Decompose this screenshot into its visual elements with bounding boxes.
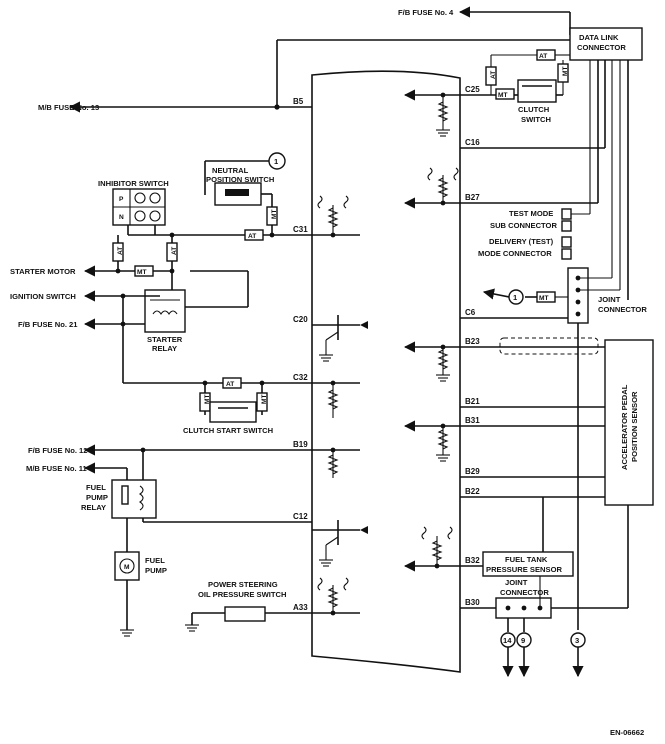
figure-id: EN-06662 xyxy=(610,728,644,737)
pin-c25: C25 xyxy=(465,85,480,94)
label-fuel-pump-relay-3: RELAY xyxy=(81,503,106,512)
pin-b32: B32 xyxy=(465,556,480,565)
label-accel-2: POSITION SENSOR xyxy=(630,391,639,462)
label-fuel-pump-1: FUEL xyxy=(145,556,165,565)
label-fuel-tank-2: PRESSURE SENSOR xyxy=(486,565,562,574)
pin-b27: B27 xyxy=(465,193,480,202)
tag-at-c32: AT xyxy=(226,381,234,388)
pin-c20: C20 xyxy=(293,315,308,324)
pin-b29: B29 xyxy=(465,467,480,476)
label-clutch-1: CLUTCH xyxy=(518,105,549,114)
label-delivery-1: DELIVERY (TEST) xyxy=(489,237,554,246)
pin-b30: B30 xyxy=(465,598,480,607)
label-accel-1: ACCELERATOR PEDAL xyxy=(620,384,629,470)
label-fb-fuse-12: F/B FUSE No. 12 xyxy=(28,446,88,455)
tag-mt-c32-1: MT xyxy=(204,394,211,404)
label-neutral-1: NEUTRAL xyxy=(212,166,249,175)
label-clutch-start: CLUTCH START SWITCH xyxy=(183,426,273,435)
tag-at-c25: AT xyxy=(490,71,497,79)
label-fuel-tank-1: FUEL TANK xyxy=(505,555,548,564)
wire-fb-fuse-4 xyxy=(458,6,571,35)
label-mb-fuse-11: M/B FUSE No. 11 xyxy=(26,464,88,473)
tag-mt-c25: MT xyxy=(498,92,508,99)
pin-b5: B5 xyxy=(293,97,304,106)
pin-c12: C12 xyxy=(293,512,308,521)
tag-at-dl: AT xyxy=(539,53,547,60)
label-test-mode-2: SUB CONNECTOR xyxy=(490,221,557,230)
label-joint-conn-1: JOINT xyxy=(598,295,621,304)
wire-mb-fuse-13 xyxy=(68,39,629,300)
pin-b31: B31 xyxy=(465,416,480,425)
label-data-link-1: DATA LINK xyxy=(579,33,619,42)
label-fuel-pump-2: PUMP xyxy=(145,566,167,575)
label-mb-fuse-13: M/B FUSE No. 13 xyxy=(38,103,99,112)
label-fuel-pump-relay-1: FUEL xyxy=(86,483,106,492)
label-ps-1: POWER STEERING xyxy=(208,580,278,589)
label-fb-fuse-4: F/B FUSE No. 4 xyxy=(398,8,454,17)
callout-9: 9 xyxy=(521,636,525,645)
pin-c16: C16 xyxy=(465,138,480,147)
tag-at-inh-2: AT xyxy=(171,247,178,255)
label-n: N xyxy=(119,214,124,221)
data-link-connector xyxy=(569,27,643,61)
label-starter-relay-2: RELAY xyxy=(152,344,177,353)
pin-b19: B19 xyxy=(293,440,308,449)
tag-mt-starter: MT xyxy=(137,269,147,276)
label-joint-b30-2: CONNECTOR xyxy=(500,588,549,597)
pin-c6: C6 xyxy=(465,308,476,317)
pin-b22: B22 xyxy=(465,487,480,496)
label-clutch-2: SWITCH xyxy=(521,115,551,124)
tag-at-c31: AT xyxy=(248,233,256,240)
label-fb-fuse-21: F/B FUSE No. 21 xyxy=(18,320,78,329)
label-starter-relay-1: STARTER xyxy=(147,335,183,344)
callout-1-joint: 1 xyxy=(513,293,518,302)
tag-mt-neutral: MT xyxy=(271,209,278,219)
tag-mt-joint: MT xyxy=(539,295,549,302)
callout-3: 3 xyxy=(575,636,579,645)
tag-mt-dl: MT xyxy=(562,66,569,76)
label-p: P xyxy=(119,196,124,203)
label-joint-conn-2: CONNECTOR xyxy=(598,305,647,314)
pin-a33: A33 xyxy=(293,603,308,612)
tag-mt-c32-2: MT xyxy=(261,394,268,404)
ecm-outline xyxy=(311,70,461,673)
label-data-link-2: CONNECTOR xyxy=(577,43,626,52)
pin-b21: B21 xyxy=(465,397,480,406)
label-fuel-pump-relay-2: PUMP xyxy=(86,493,108,502)
pin-c32: C32 xyxy=(293,373,308,382)
label-neutral-2: POSITION SWITCH xyxy=(206,175,274,184)
pin-b23: B23 xyxy=(465,337,480,346)
label-joint-b30-1: JOINT xyxy=(505,578,528,587)
callout-1-neutral: 1 xyxy=(274,157,279,166)
label-motor-m: M xyxy=(124,564,130,571)
label-ps-2: OIL PRESSURE SWITCH xyxy=(198,590,286,599)
label-delivery-2: MODE CONNECTOR xyxy=(478,249,552,258)
label-inhibitor: INHIBITOR SWITCH xyxy=(98,179,169,188)
label-starter-motor: STARTER MOTOR xyxy=(10,267,76,276)
pin-c31: C31 xyxy=(293,225,308,234)
callout-14: 14 xyxy=(503,636,512,645)
label-ignition-switch: IGNITION SWITCH xyxy=(10,292,76,301)
label-test-mode-1: TEST MODE xyxy=(509,209,553,218)
tag-at-inh-1: AT xyxy=(117,247,124,255)
